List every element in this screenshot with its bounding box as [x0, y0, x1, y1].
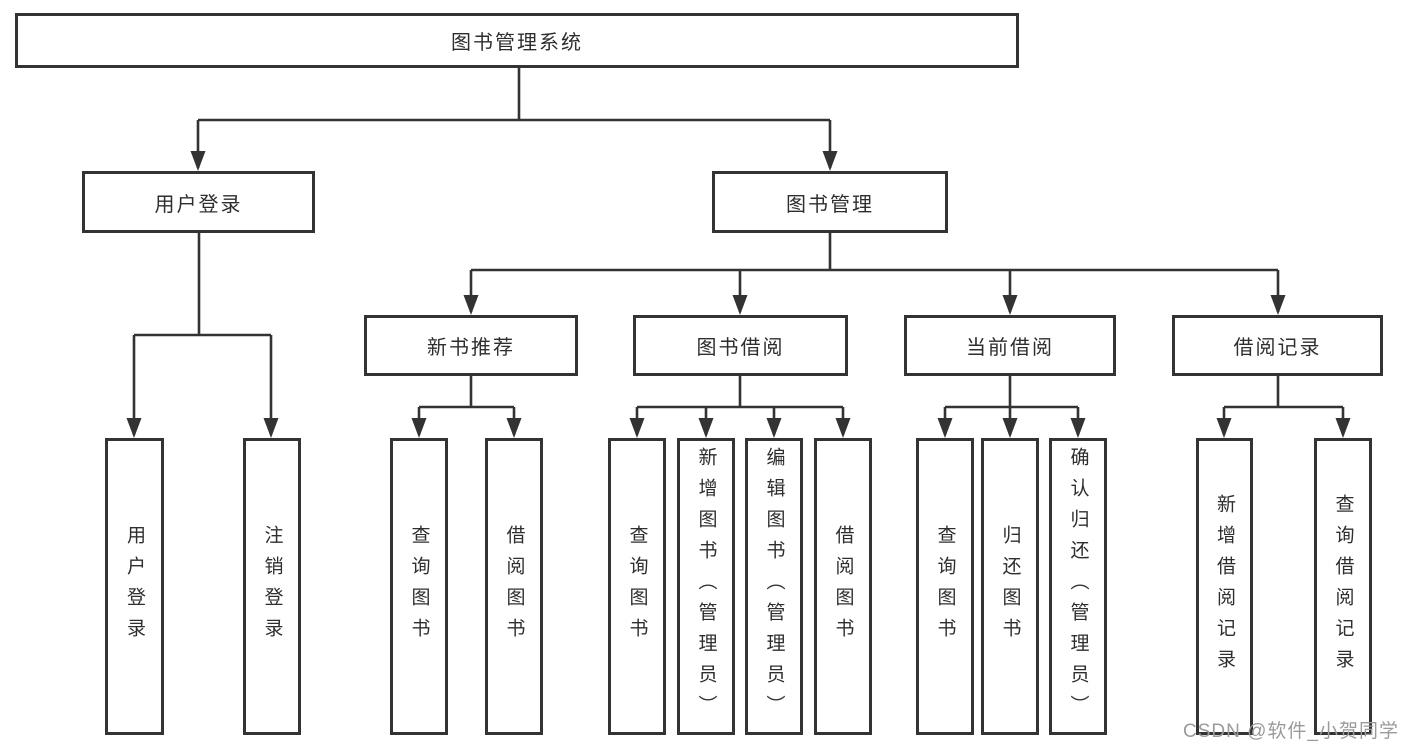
- csdn-watermark: CSDN @软件_小贺同学: [1183, 721, 1399, 742]
- node-leaf-borrow-books: 借阅图书: [814, 438, 872, 735]
- node-label: 新增图书（管理员）: [695, 447, 717, 726]
- node-label: 查询图书: [408, 524, 430, 649]
- node-label: 注销登录: [261, 524, 283, 649]
- node-leaf-query-books-borrowing: 查询图书: [608, 438, 666, 735]
- node-root-system: 图书管理系统: [15, 13, 1019, 68]
- node-leaf-query-books-current: 查询图书: [916, 438, 974, 735]
- node-label: 新书推荐: [427, 337, 515, 359]
- node-label: 借阅图书: [503, 524, 525, 649]
- node-leaf-borrow-books-recommend: 借阅图书: [485, 438, 543, 735]
- node-leaf-query-borrow-record: 查询借阅记录: [1314, 438, 1372, 735]
- node-new-book-recommend: 新书推荐: [364, 315, 578, 376]
- node-leaf-user-login: 用户登录: [105, 438, 164, 735]
- node-label: 归还图书: [999, 524, 1021, 649]
- node-leaf-confirm-return-admin: 确认归还（管理员）: [1049, 438, 1107, 735]
- node-leaf-add-books-admin: 新增图书（管理员）: [677, 438, 735, 735]
- node-book-borrowing: 图书借阅: [633, 315, 848, 376]
- node-label: 当前借阅: [966, 337, 1054, 359]
- node-label: 借阅记录: [1233, 337, 1322, 359]
- node-leaf-return-books: 归还图书: [981, 438, 1039, 735]
- node-label: 查询借阅记录: [1332, 493, 1354, 680]
- node-label: 用户登录: [124, 524, 145, 649]
- node-label: 查询图书: [934, 524, 956, 649]
- node-label: 新增借阅记录: [1214, 493, 1235, 680]
- node-leaf-query-books-recommend: 查询图书: [390, 438, 448, 735]
- node-leaf-add-borrow-record: 新增借阅记录: [1196, 438, 1253, 735]
- node-book-management: 图书管理: [712, 171, 948, 233]
- node-label: 借阅图书: [832, 524, 854, 649]
- node-label: 图书借阅: [696, 337, 785, 359]
- node-label: 图书管理系统: [451, 32, 583, 54]
- node-label: 查询图书: [626, 524, 648, 649]
- node-user-login: 用户登录: [82, 171, 315, 233]
- node-leaf-edit-books-admin: 编辑图书（管理员）: [745, 438, 803, 735]
- node-label: 编辑图书（管理员）: [763, 447, 785, 726]
- node-label: 图书管理: [786, 193, 874, 216]
- node-borrowing-records: 借阅记录: [1172, 315, 1383, 376]
- node-label: 确认归还（管理员）: [1067, 447, 1089, 726]
- node-leaf-logout: 注销登录: [243, 438, 301, 735]
- node-label: 用户登录: [154, 193, 243, 216]
- node-current-borrowing: 当前借阅: [904, 315, 1116, 376]
